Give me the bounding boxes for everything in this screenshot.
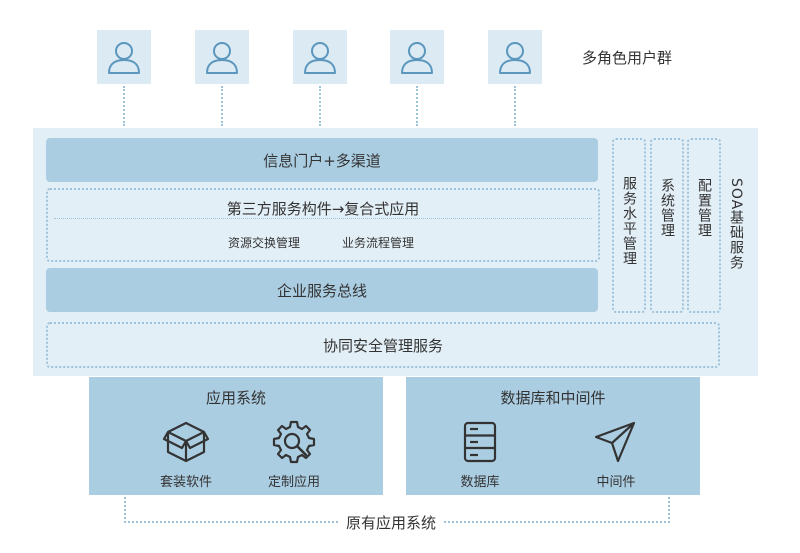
database-middleware-title: 数据库和中间件: [500, 389, 606, 407]
user-group-label: 多角色用户群: [582, 49, 673, 67]
third-party-title: 第三方服务构件→复合式应用: [226, 200, 420, 218]
packaged-software-label: 套装软件: [159, 475, 212, 490]
database-item: 数据库: [435, 419, 525, 490]
custom-app-label: 定制应用: [267, 475, 320, 490]
database-label: 数据库: [460, 475, 500, 490]
middleware-item: 中间件: [571, 419, 661, 490]
middleware-label: 中间件: [596, 475, 636, 490]
user-avatar-1: [97, 30, 151, 84]
user-outline-icon: [206, 42, 238, 74]
user-outline-icon: [304, 42, 336, 74]
resource-exchange-label: 资源交换管理: [228, 236, 301, 250]
gear-search-icon: [272, 420, 316, 464]
user-avatar-2: [195, 30, 249, 84]
user-outline-icon: [499, 42, 531, 74]
database-middleware-panel: 数据库和中间件 数据库 中间件: [406, 377, 700, 495]
user-avatar-5: [488, 30, 542, 84]
legacy-system-label: 原有应用系统: [340, 512, 443, 533]
system-mgmt-label: 系统管理: [659, 178, 675, 238]
user-connector: [416, 86, 418, 126]
security-mgmt-box: 协同安全管理服务: [46, 322, 720, 368]
user-connector: [221, 86, 223, 126]
user-avatar-3: [293, 30, 347, 84]
user-outline-icon: [401, 42, 433, 74]
portal-bar: 信息门户+多渠道: [46, 138, 598, 182]
service-level-mgmt-label: 服务水平管理: [621, 176, 637, 266]
user-connector: [514, 86, 516, 126]
database-server-icon: [463, 421, 497, 463]
packaged-software-item: 套装软件: [141, 419, 231, 490]
system-mgmt-column: 系统管理: [650, 138, 684, 313]
user-avatar-4: [390, 30, 444, 84]
user-outline-icon: [108, 42, 140, 74]
third-party-divider: [54, 218, 592, 219]
business-process-label: 业务流程管理: [342, 236, 415, 250]
user-connector: [123, 86, 125, 126]
application-system-panel: 应用系统 套装软件 定制应用: [89, 377, 383, 495]
application-system-title: 应用系统: [205, 389, 266, 407]
soa-foundation-label: SOA基础服务: [728, 178, 744, 271]
user-connector: [319, 86, 321, 126]
config-mgmt-label: 配置管理: [696, 178, 712, 238]
config-mgmt-column: 配置管理: [687, 138, 721, 313]
custom-app-item: 定制应用: [249, 419, 339, 490]
service-level-mgmt-column: 服务水平管理: [612, 138, 646, 313]
third-party-box: 第三方服务构件→复合式应用 资源交换管理 业务流程管理: [46, 188, 600, 262]
esb-bar: 企业服务总线: [46, 268, 598, 312]
package-box-icon: [162, 421, 210, 463]
paper-plane-icon: [594, 421, 636, 463]
